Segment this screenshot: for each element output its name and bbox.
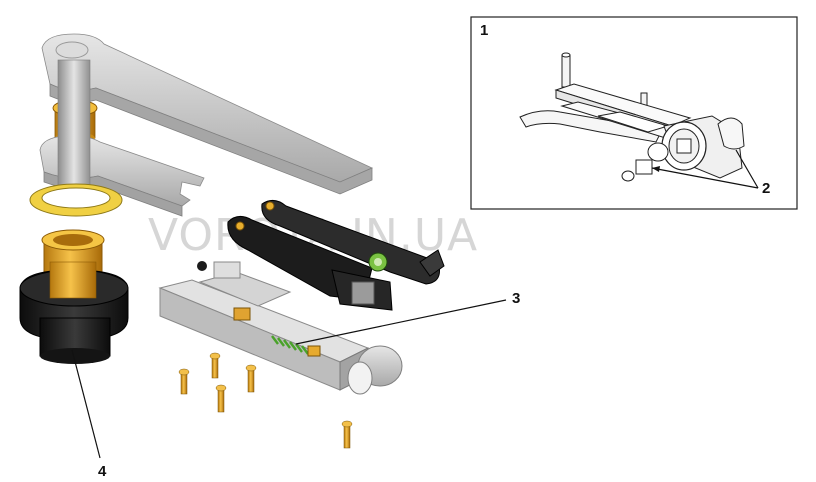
- callout-3-label: 3: [512, 290, 520, 307]
- lever-top-bar: [261, 200, 440, 285]
- bracket-clip: [213, 261, 241, 279]
- inset-rear-cap: [717, 117, 745, 150]
- gold-bolt: [341, 420, 353, 449]
- gold-bolt: [245, 364, 257, 393]
- callout-1-label: 1: [480, 22, 488, 39]
- gold-bolt: [215, 384, 227, 413]
- thrust-washer-ring: [29, 183, 123, 217]
- lever-gold-pin: [265, 201, 275, 211]
- inset-curved-arm: [519, 110, 661, 143]
- bracket-roller-end: [347, 361, 373, 395]
- callout-3-leader: [295, 299, 507, 345]
- inset-arm-assembly: [519, 52, 745, 182]
- base-bushing-assembly: [19, 229, 129, 364]
- lever-bearing-center: [374, 258, 382, 266]
- base-sleeve-bore: [53, 234, 93, 246]
- spring-gold-cap: [307, 345, 321, 357]
- callout-4-label: 4: [98, 463, 107, 480]
- bracket-gold-clamp: [233, 307, 251, 321]
- inset-upright-pin: [561, 54, 571, 88]
- bracket-black-screw: [197, 261, 207, 271]
- callout-2-label: 2: [762, 180, 770, 197]
- callout-2-leaders: [651, 149, 759, 189]
- inset-washer-small: [621, 170, 635, 182]
- inset-square-nut: [635, 159, 653, 175]
- slide-bracket: [158, 261, 403, 395]
- upper-arm-pivot-hole: [55, 41, 89, 59]
- black-lever-arm: [227, 200, 445, 311]
- gold-bolt: [209, 352, 221, 379]
- lever-gold-pin-2: [235, 221, 245, 231]
- base-sleeve-visible: [49, 261, 97, 299]
- black-housing-bottom: [40, 348, 110, 364]
- gold-bolt: [178, 368, 190, 395]
- gold-bolts: [178, 352, 353, 449]
- green-compression-spring: [271, 335, 309, 355]
- vertical-shaft: [57, 59, 91, 197]
- callout-4-leader: [71, 349, 101, 459]
- inset-pin-top: [561, 52, 571, 58]
- lever-gray-plate: [351, 281, 375, 305]
- inset-washer-large: [647, 142, 669, 162]
- lever-tail: [419, 249, 445, 277]
- callout-2-arrowhead: [652, 166, 660, 172]
- inset-panel: 1: [470, 16, 798, 210]
- inset-square-socket: [676, 138, 692, 154]
